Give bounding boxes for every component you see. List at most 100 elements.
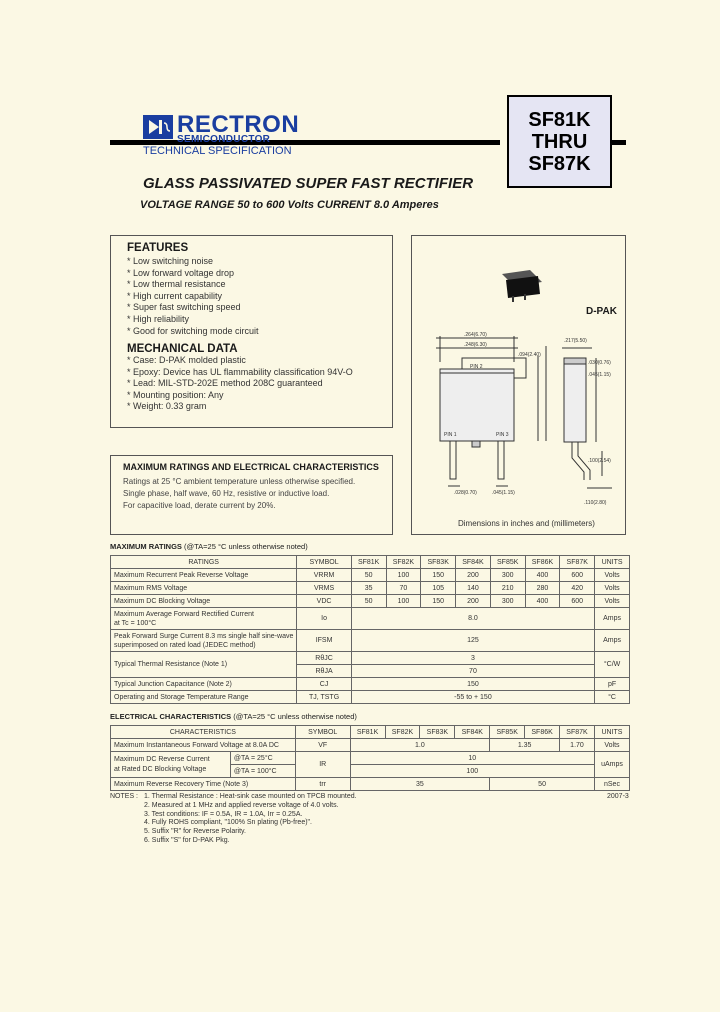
table-row: Operating and Storage Temperature Range … [109, 690, 630, 704]
header-cell: SF81K [349, 725, 386, 739]
feature-item: * High current capability [127, 290, 223, 301]
row-value: 50 [350, 568, 387, 582]
row-value: 70 [350, 664, 596, 678]
header-cell: SF85K [489, 555, 526, 569]
table-row: Maximum DC Blocking Voltage VDC 50 100 1… [109, 594, 630, 608]
header-cell: SF83K [420, 555, 457, 569]
svg-text:.248(6.30): .248(6.30) [464, 342, 487, 348]
row-value: 10 [349, 751, 595, 765]
mechanical-item: * Lead: MIL-STD-202E method 208C guarant… [127, 378, 323, 389]
row-value: 400 [524, 568, 561, 582]
row-condition: @TA = 25°C [229, 751, 296, 765]
row-label: Maximum Reverse Recovery Time (Note 3) [110, 777, 296, 791]
row-label: Maximum DC Blocking Voltage [109, 594, 298, 608]
note-item: 1. Thermal Resistance : Heat-sink case m… [144, 793, 357, 800]
row-label: Typical Junction Capacitance (Note 2) [109, 677, 298, 691]
row-unit: Amps [594, 607, 630, 630]
max-ratings-caption: MAXIMUM RATINGS (@TA=25 °C unless otherw… [110, 542, 308, 551]
svg-text:.264(6.70): .264(6.70) [464, 332, 487, 338]
table-row: Maximum Reverse Recovery Time (Note 3) t… [110, 777, 631, 791]
document-title: GLASS PASSIVATED SUPER FAST RECTIFIER [143, 175, 474, 192]
feature-item: * High reliability [127, 313, 190, 324]
row-symbol: TJ, TSTG [296, 690, 352, 704]
note-item: 5. Suffix "R" for Reverse Polarity. [144, 828, 246, 836]
row-value: 100 [349, 764, 595, 778]
svg-text:.045(1.15): .045(1.15) [492, 490, 515, 496]
row-value: 400 [524, 594, 561, 608]
row-unit: Volts [594, 594, 630, 608]
header-cell: SF86K [524, 555, 561, 569]
row-value: 35 [350, 581, 387, 595]
row-value: 150 [420, 594, 457, 608]
note-item: 6. Suffix "S" for D-PAK Pkg. [144, 836, 230, 844]
row-value: 1.0 [349, 738, 491, 752]
row-unit: Amps [594, 629, 630, 652]
row-value: 1.35 [489, 738, 561, 752]
header-cell: SF81K [350, 555, 387, 569]
row-symbol: RθJC [296, 651, 352, 665]
row-value: 280 [524, 581, 561, 595]
header-cell: SF87K [559, 725, 595, 739]
features-list: * Low switching noise * Low forward volt… [127, 256, 259, 337]
part-number-line: SF87K [528, 152, 591, 175]
feature-item: * Super fast switching speed [127, 302, 241, 313]
header-cell: SF82K [384, 725, 421, 739]
mechanical-item: * Case: D-PAK molded plastic [127, 355, 246, 365]
row-value: 50 [489, 777, 595, 791]
document-subtitle: VOLTAGE RANGE 50 to 600 Volts CURRENT 8.… [140, 199, 439, 211]
mechanical-list: * Case: D-PAK molded plastic * Epoxy: De… [127, 355, 353, 413]
package-label: D-PAK [586, 306, 617, 317]
row-label: Maximum Average Forward Rectified Curren… [109, 607, 298, 630]
header-rule-left [110, 140, 500, 145]
pin-label: PIN 2 [470, 364, 483, 370]
table-row: Maximum Average Forward Rectified Curren… [109, 607, 630, 630]
table-header-row: RATINGS SYMBOL SF81K SF82K SF83K SF84K S… [109, 555, 630, 569]
row-label-line: Maximum Average Forward Rectified Curren… [114, 610, 254, 618]
note-line: 6. Suffix "S" for D-PAK Pkg. [110, 837, 357, 846]
row-value: 200 [455, 594, 491, 608]
row-value: 300 [489, 594, 526, 608]
note-line: 2. Measured at 1 MHz and applied reverse… [110, 802, 357, 811]
header-cell: SF84K [455, 555, 491, 569]
elec-chars-caption-rest: (@TA=25 °C unless otherwise noted) [231, 712, 357, 721]
row-symbol: IR [294, 751, 351, 778]
row-unit: Volts [593, 738, 631, 752]
table-row: Maximum RMS Voltage VRMS 35 70 105 140 2… [109, 581, 630, 595]
row-value: 600 [559, 568, 596, 582]
row-unit: Volts [594, 568, 630, 582]
svg-text:.030(0.76): .030(0.76) [588, 360, 611, 366]
note-line: NOTES : 1. Thermal Resistance : Heat-sink… [110, 793, 357, 802]
header-cell: RATINGS [109, 555, 298, 569]
elec-chars-caption: ELECTRICAL CHARACTERISTICS (@TA=25 °C un… [110, 712, 357, 721]
table-row: Maximum Recurrent Peak Reverse Voltage V… [109, 568, 630, 582]
row-value: 150 [350, 677, 596, 691]
svg-text:.100(2.54): .100(2.54) [588, 458, 611, 464]
part-number-line: THRU [531, 130, 588, 153]
feature-item: * Low thermal resistance [127, 279, 226, 290]
header-cell: CHARACTERISTICS [110, 725, 296, 739]
row-value: 210 [489, 581, 526, 595]
ratings-note: Ratings at 25 °C ambient temperature unl… [123, 477, 356, 486]
max-ratings-caption-bold: MAXIMUM RATINGS [110, 542, 182, 551]
header-cell: SF84K [454, 725, 491, 739]
header-cell: SF87K [559, 555, 596, 569]
header-cell: SF86K [524, 725, 561, 739]
table-row: Peak Forward Surge Current 8.3 ms single… [109, 629, 630, 652]
mechanical-item: * Epoxy: Device has UL flammability clas… [127, 366, 353, 377]
row-label: Peak Forward Surge Current 8.3 ms single… [109, 629, 298, 652]
notes-label: NOTES : [110, 793, 139, 800]
row-label: Maximum Recurrent Peak Reverse Voltage [109, 568, 298, 582]
svg-text:.094(2.40): .094(2.40) [518, 352, 541, 358]
table-row: RθJA 70 [111, 664, 630, 678]
ratings-box: MAXIMUM RATINGS AND ELECTRICAL CHARACTER… [110, 455, 393, 535]
feature-item: * Low switching noise [127, 256, 214, 266]
mechanical-item: * Weight: 0.33 gram [127, 401, 207, 412]
row-value: 100 [385, 568, 422, 582]
dpak-package-drawing: .264(6.70) .248(6.30) .094(2.40) .217(5.… [436, 270, 612, 506]
part-number-box: SF81K THRU SF87K [507, 95, 612, 188]
ratings-note: For capacitive load, derate current by 2… [123, 501, 276, 510]
row-label: Maximum RMS Voltage [109, 581, 298, 595]
row-label-line: Peak Forward Surge Current 8.3 ms single… [114, 632, 294, 640]
row-value: 1.70 [559, 738, 595, 752]
